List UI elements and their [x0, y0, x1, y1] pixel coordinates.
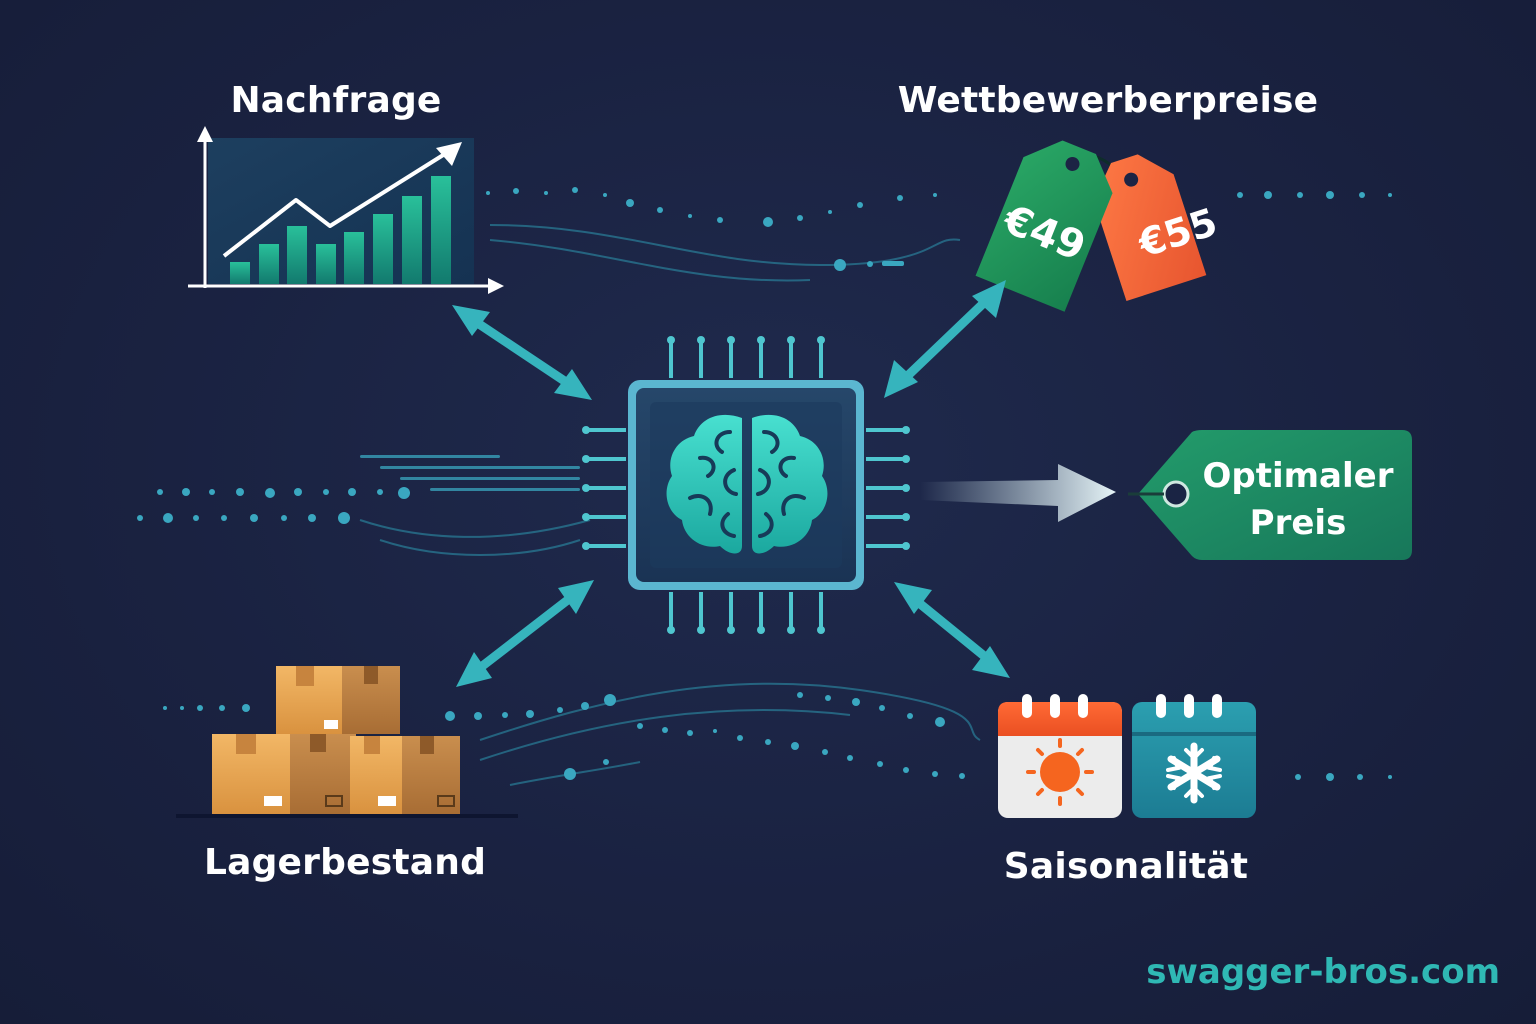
- data-flow-lines: [359, 224, 981, 786]
- connection-arrows: [452, 280, 1010, 687]
- optimal-price-tag: Optimaler Preis: [1128, 430, 1412, 560]
- arrow-seasonality: [894, 582, 1010, 678]
- ai-chip-brain-icon: [582, 336, 910, 634]
- summer-winter-calendar-icon: [998, 694, 1256, 818]
- price-tags-icon: €55 €49: [975, 140, 1222, 312]
- cardboard-boxes-icon: [176, 666, 518, 818]
- winter-calendar-icon: [1132, 694, 1256, 818]
- data-flow-dots: [137, 187, 1392, 781]
- demand-label: Nachfrage: [230, 80, 442, 121]
- output-arrow: [920, 464, 1116, 522]
- brain-icon: [666, 414, 828, 554]
- arrow-inventory: [456, 580, 594, 687]
- watermark-link[interactable]: swagger-bros.com: [1146, 952, 1500, 992]
- optimal-price-line2: Preis: [1250, 503, 1347, 543]
- arrow-competitor: [884, 280, 1006, 398]
- green-price-tag: €49: [975, 140, 1113, 312]
- snowflake-icon: [1167, 742, 1221, 804]
- seasonality-label: Saisonalität: [1003, 846, 1249, 887]
- summer-calendar-icon: [998, 694, 1122, 818]
- optimal-price-line1: Optimaler: [1202, 456, 1393, 496]
- competitor-prices-label: Wettbewerberpreise: [897, 80, 1319, 121]
- rising-bar-chart-icon: [188, 126, 504, 294]
- data-stream-band: [360, 455, 580, 491]
- arrow-demand: [452, 305, 592, 400]
- orange-price-tag: €55: [1093, 154, 1222, 302]
- inventory-label: Lagerbestand: [203, 842, 487, 883]
